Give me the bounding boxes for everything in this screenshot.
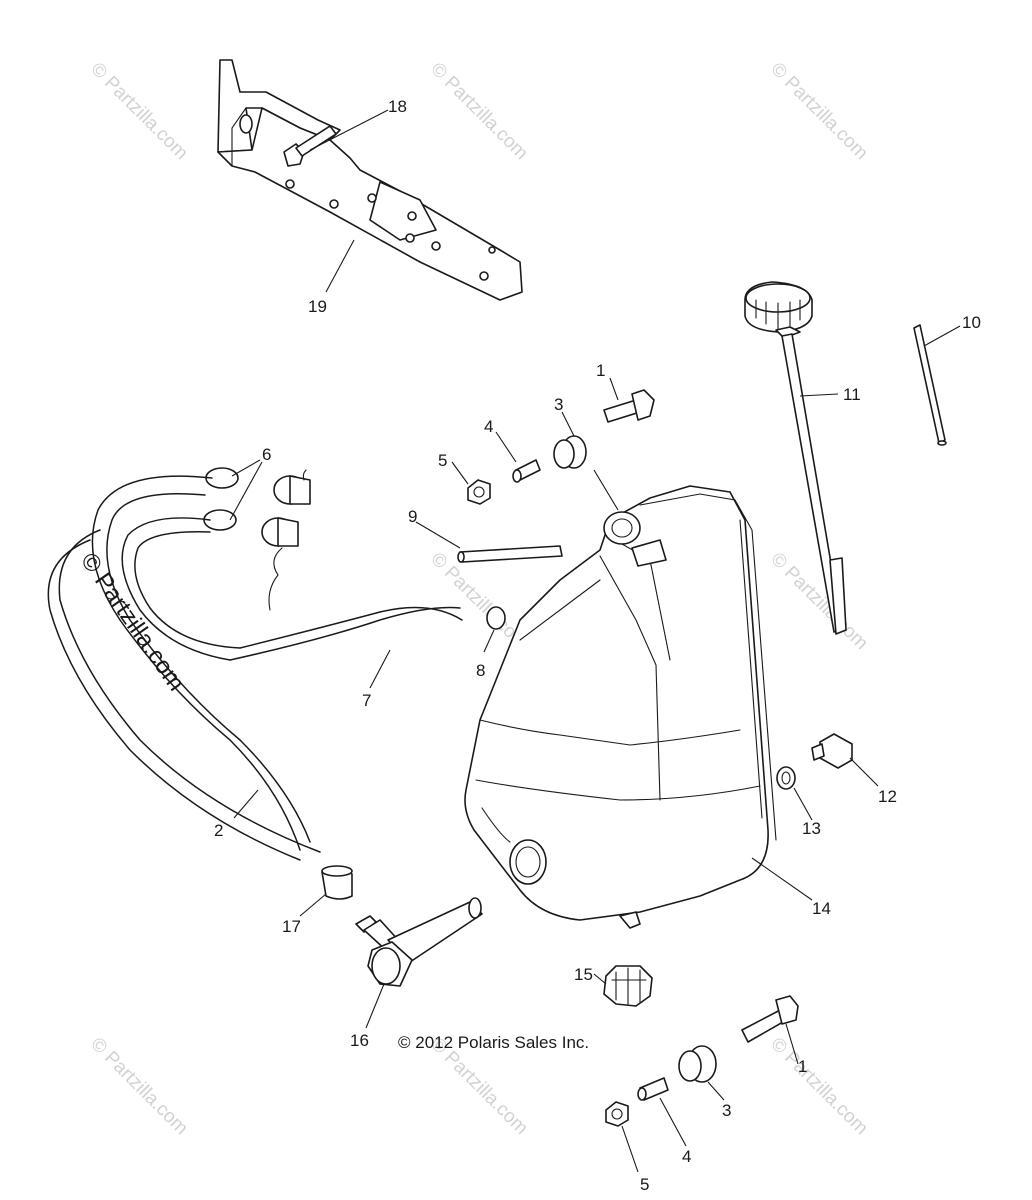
callout-4: 4	[484, 417, 493, 436]
hoses-2-7	[47, 475, 463, 861]
callout-10: 10	[962, 313, 981, 332]
bushing-4-bottom	[637, 1077, 669, 1101]
callout-3: 3	[554, 395, 563, 414]
plug-12	[811, 733, 853, 769]
grommet-3-top	[553, 435, 587, 469]
grommet-3-bottom	[678, 1045, 717, 1083]
callout-12: 12	[878, 787, 897, 806]
pin-10	[913, 324, 947, 446]
callouts: 18 19 10 11 1 3 4 5 6 9 8 7 2 12 13 14 1…	[214, 97, 981, 1194]
callout-14: 14	[812, 899, 831, 918]
dipstick-11	[744, 281, 847, 635]
callout-17: 17	[282, 917, 301, 936]
watermark: © Partzilla.com	[86, 59, 191, 164]
callout-8: 8	[476, 661, 485, 680]
nut-5-top	[467, 479, 491, 505]
copyright: © 2012 Polaris Sales Inc.	[398, 1033, 589, 1052]
hose-9	[457, 545, 563, 563]
watermark: © Partzilla.com	[426, 59, 531, 164]
callout-1: 1	[596, 361, 605, 380]
bolt-18	[283, 125, 337, 167]
bolt-1-bottom	[741, 995, 799, 1043]
bolt-1-top	[603, 389, 655, 423]
nut-5-bottom	[605, 1101, 629, 1127]
callout-6: 6	[262, 445, 271, 464]
callout-15: 15	[574, 965, 593, 984]
bushing-4-top	[512, 459, 541, 483]
washer-13	[776, 766, 796, 790]
callout-19: 19	[308, 297, 327, 316]
watermark: © Partzilla.com	[766, 1034, 871, 1139]
watermarks: © Partzilla.com © Partzilla.com © Partzi…	[86, 59, 871, 1139]
callout-5: 5	[438, 451, 447, 470]
callout-2: 2	[214, 821, 223, 840]
callout-1: 1	[798, 1057, 807, 1076]
sleeve-17	[321, 865, 353, 900]
callout-18: 18	[388, 97, 407, 116]
callout-9: 9	[408, 507, 417, 526]
clamps-6	[203, 467, 311, 611]
leader-lines	[229, 109, 961, 1173]
callout-5: 5	[640, 1175, 649, 1194]
callout-4: 4	[682, 1147, 691, 1166]
watermark: © Partzilla.com	[86, 1034, 191, 1139]
tank-14	[464, 485, 777, 929]
watermark: © Partzilla.com	[766, 549, 871, 654]
grommet-15	[603, 965, 653, 1007]
callout-16: 16	[350, 1031, 369, 1050]
callout-3: 3	[722, 1101, 731, 1120]
callout-7: 7	[362, 691, 371, 710]
elbow-16	[355, 897, 483, 987]
watermark: © Partzilla.com	[766, 59, 871, 164]
callout-11: 11	[843, 385, 861, 404]
callout-13: 13	[802, 819, 821, 838]
